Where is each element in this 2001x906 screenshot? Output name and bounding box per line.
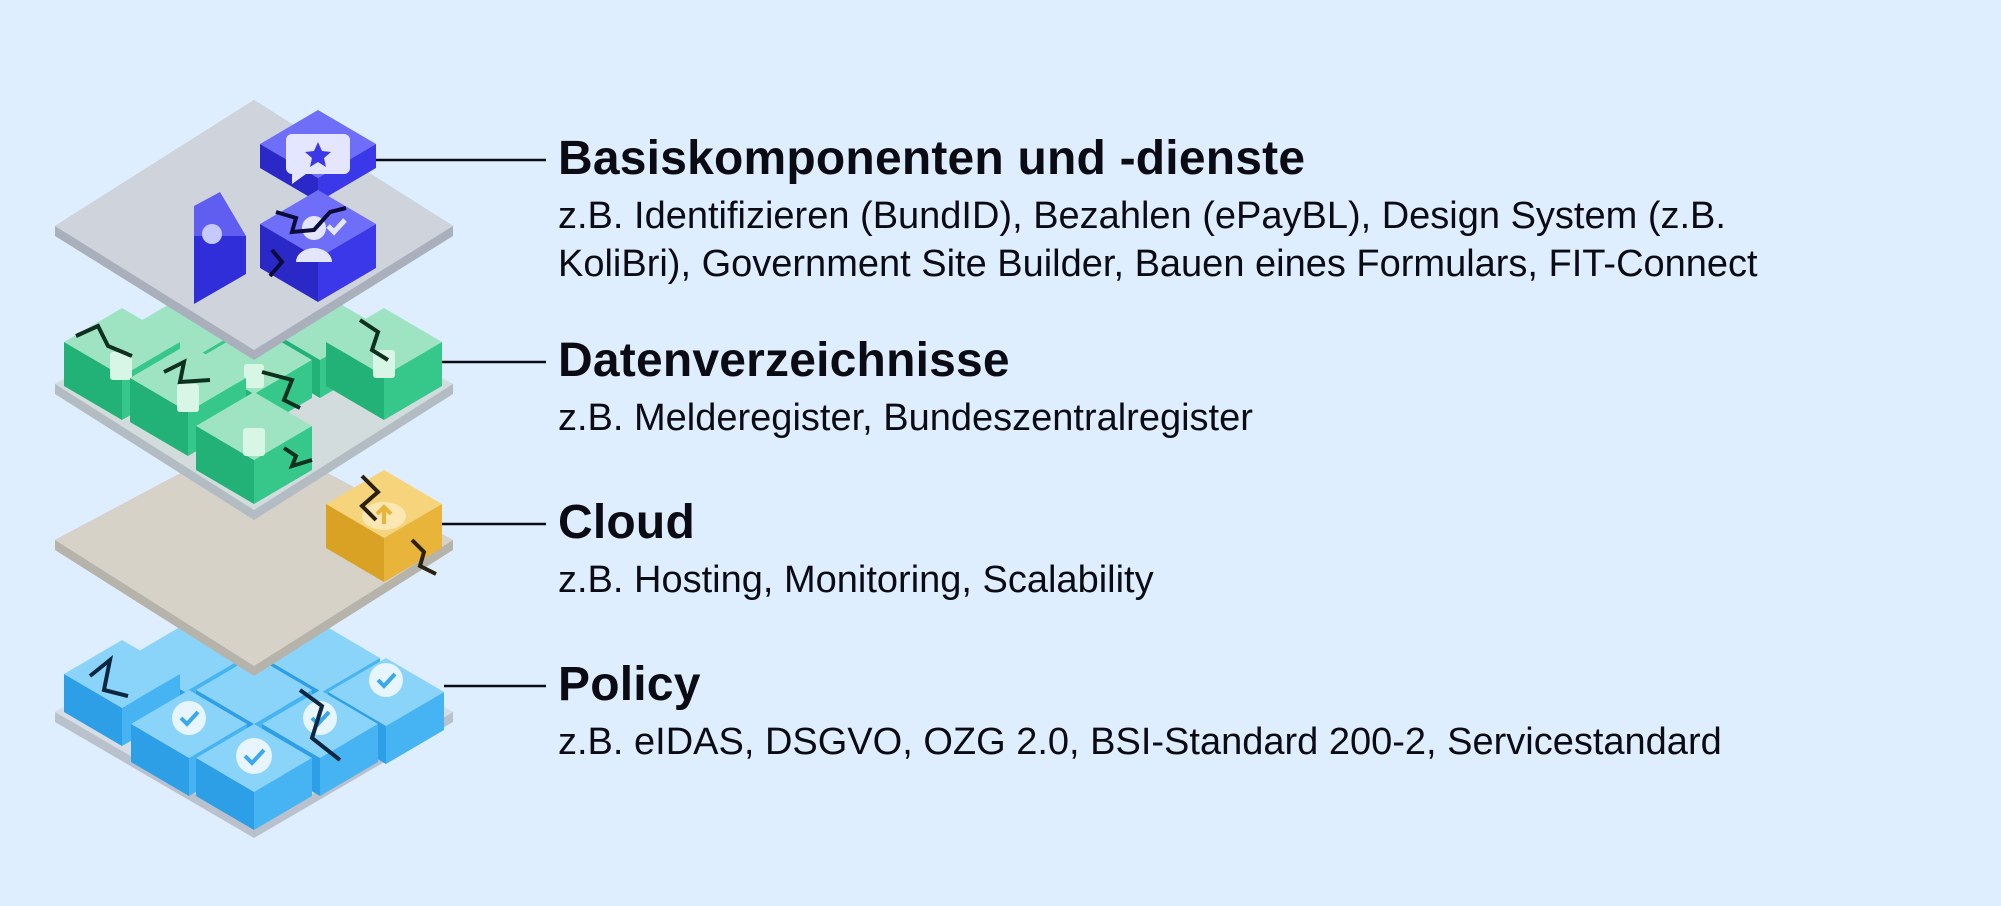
- verified-badge-icon: [196, 724, 312, 830]
- layer-description: z.B. Melderegister, Bundeszentralregiste…: [558, 397, 1253, 439]
- basiskomponenten-layer: [55, 100, 453, 360]
- connector-lines: [376, 158, 546, 688]
- layer-label-datenverzeichnisse: Datenverzeichnisse z.B. Melderegister, B…: [558, 332, 1958, 442]
- layer-description: z.B. Identifizieren (BundID), Bezahlen (…: [558, 192, 1958, 288]
- layer-label-cloud: Cloud z.B. Hosting, Monitoring, Scalabil…: [558, 494, 1958, 604]
- policy-cubes: [64, 624, 444, 830]
- layer-stack-illustration: [55, 100, 546, 838]
- user-check-icon: [260, 190, 376, 302]
- layer-label-basiskomponenten: Basiskomponenten und -dienste z.B. Ident…: [558, 130, 1958, 288]
- document-icon: [130, 344, 246, 456]
- layer-title: Datenverzeichnisse: [558, 334, 1010, 387]
- layer-description: z.B. Hosting, Monitoring, Scalability: [558, 559, 1154, 601]
- cloud-upload-icon: [326, 470, 442, 582]
- datenverzeichnisse-layer: [55, 280, 453, 520]
- document-icon: [196, 392, 313, 504]
- layer-description-line: z.B. Identifizieren (BundID), Bezahlen (…: [558, 195, 1726, 237]
- layer-description-line: KoliBri), Government Site Builder, Bauen…: [558, 243, 1758, 285]
- layer-title: Basiskomponenten und -dienste: [558, 132, 1306, 185]
- document-icon: [326, 308, 442, 420]
- chat-star-icon: [260, 110, 376, 202]
- daten-cubes: [64, 292, 442, 504]
- cloud-layer: [55, 434, 453, 676]
- layer-title: Policy: [558, 658, 701, 711]
- layer-title: Cloud: [558, 496, 695, 549]
- policy-layer: [55, 606, 453, 838]
- layer-description: z.B. eIDAS, DSGVO, OZG 2.0, BSI-Standard…: [558, 721, 1722, 763]
- person-side-icon: [194, 192, 246, 304]
- layer-label-policy: Policy z.B. eIDAS, DSGVO, OZG 2.0, BSI-S…: [558, 656, 1958, 766]
